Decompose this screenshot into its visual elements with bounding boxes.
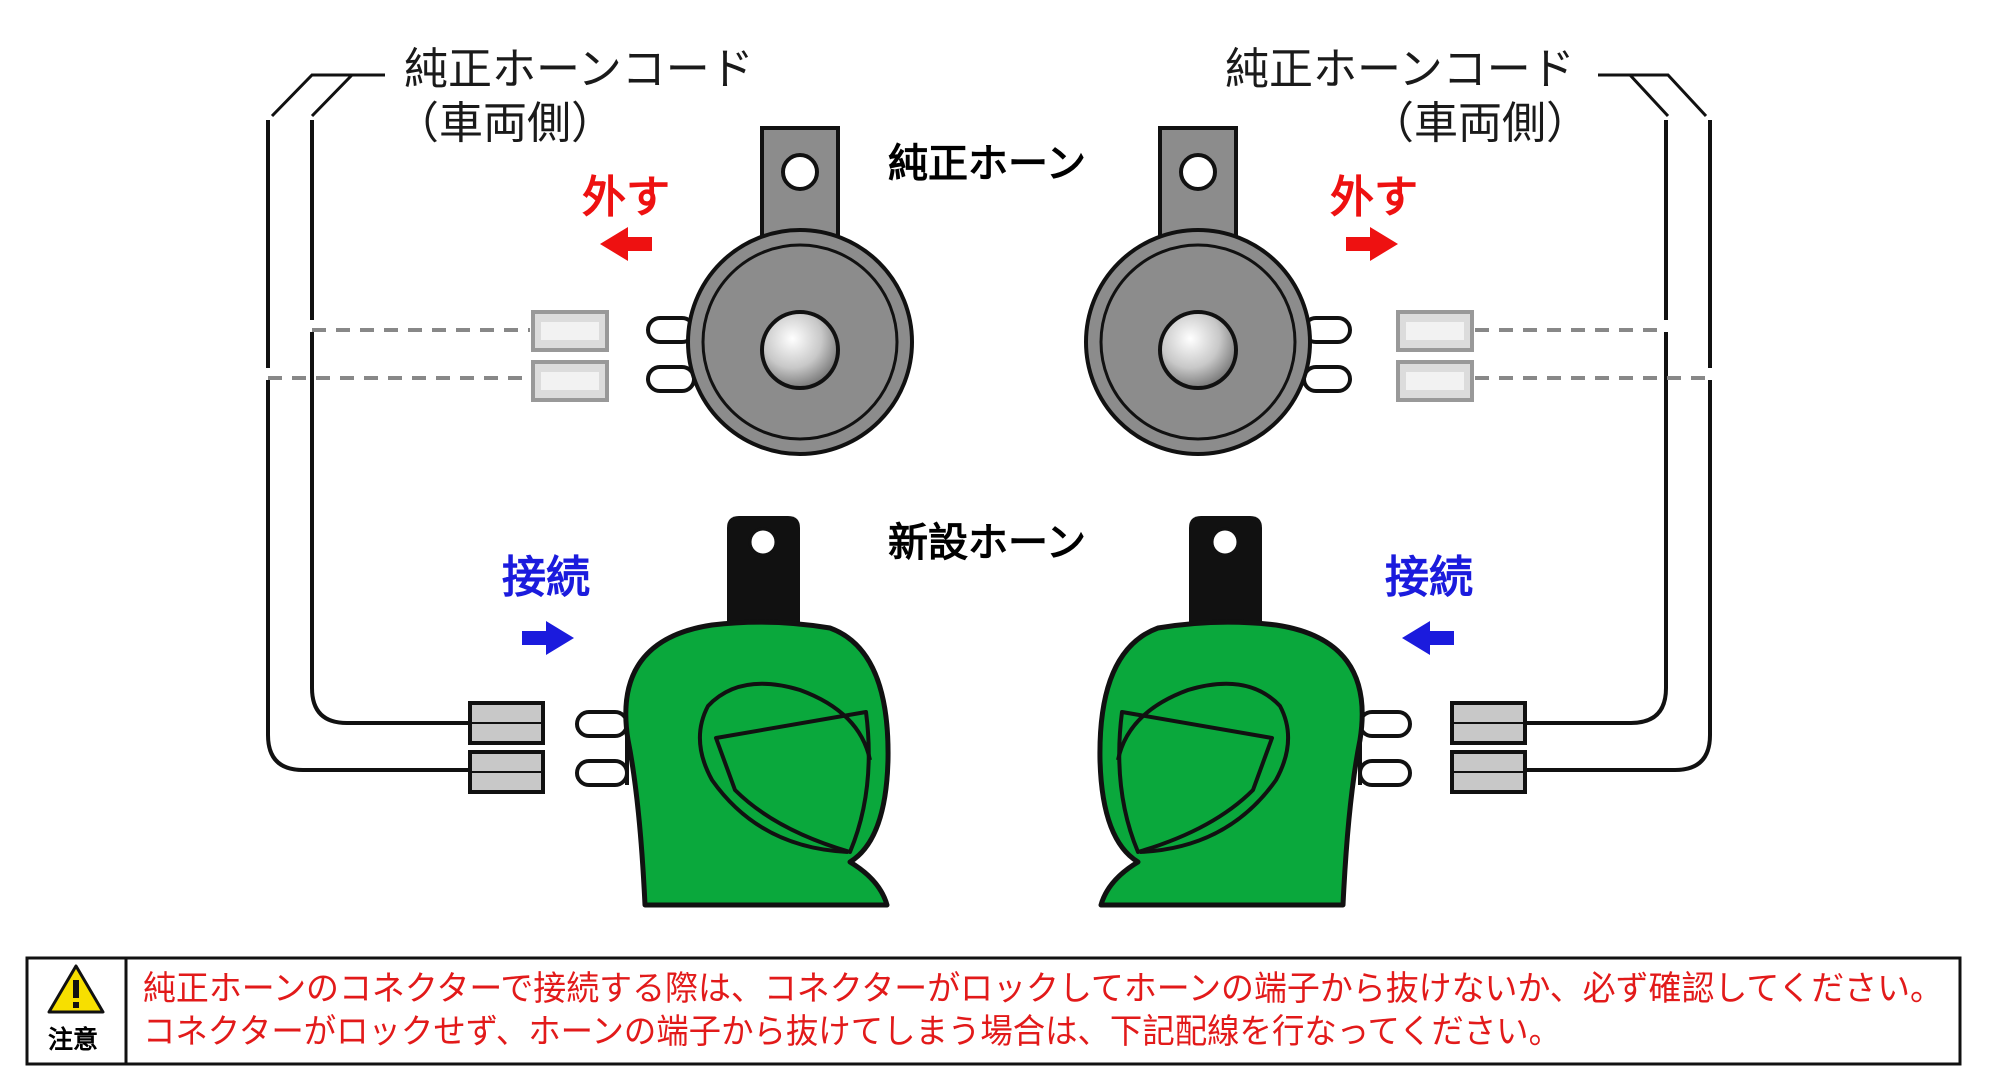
notice-line-2: コネクターがロックせず、ホーンの端子から抜けてしまう場合は、下記配線を行なってく… [143,1012,1561,1052]
warning-triangle-icon [47,964,105,1014]
connect-arrow-left-icon [522,621,574,655]
oem-horn-label: 純正ホーン [888,141,1086,187]
new-connector-left [468,701,545,794]
new-horn-right [1097,516,1412,908]
new-horn-left [575,516,891,908]
connect-arrow-right-icon [1402,621,1454,655]
connect-label-right: 接続 [1385,552,1473,603]
caution-label: 注意 [48,1025,98,1054]
notice-box [25,956,1962,1066]
oem-cord-sub-label-left: （車両側） [395,98,615,149]
remove-arrow-left-icon [600,227,652,261]
connect-label-left: 接続 [502,552,590,603]
oem-cord-label-right: 純正ホーンコード [1225,44,1575,95]
left-vehicle-cords [266,73,530,772]
remove-label-left: 外す [582,172,670,223]
new-connector-right [1450,701,1527,794]
right-vehicle-cords [1475,73,1712,772]
remove-arrow-right-icon [1346,227,1398,261]
remove-label-right: 外す [1330,172,1418,223]
oem-connector-right [1396,310,1474,402]
oem-horn-left [646,126,914,456]
oem-cord-sub-label-right: （車両側） [1370,98,1590,149]
new-horn-label: 新設ホーン [888,520,1086,566]
oem-horn-right [1084,126,1352,456]
oem-connector-left [531,310,609,402]
notice-line-1: 純正ホーンのコネクターで接続する際は、コネクターがロックしてホーンの端子から抜け… [143,969,1943,1009]
oem-cord-label-left: 純正ホーンコード [404,44,754,95]
